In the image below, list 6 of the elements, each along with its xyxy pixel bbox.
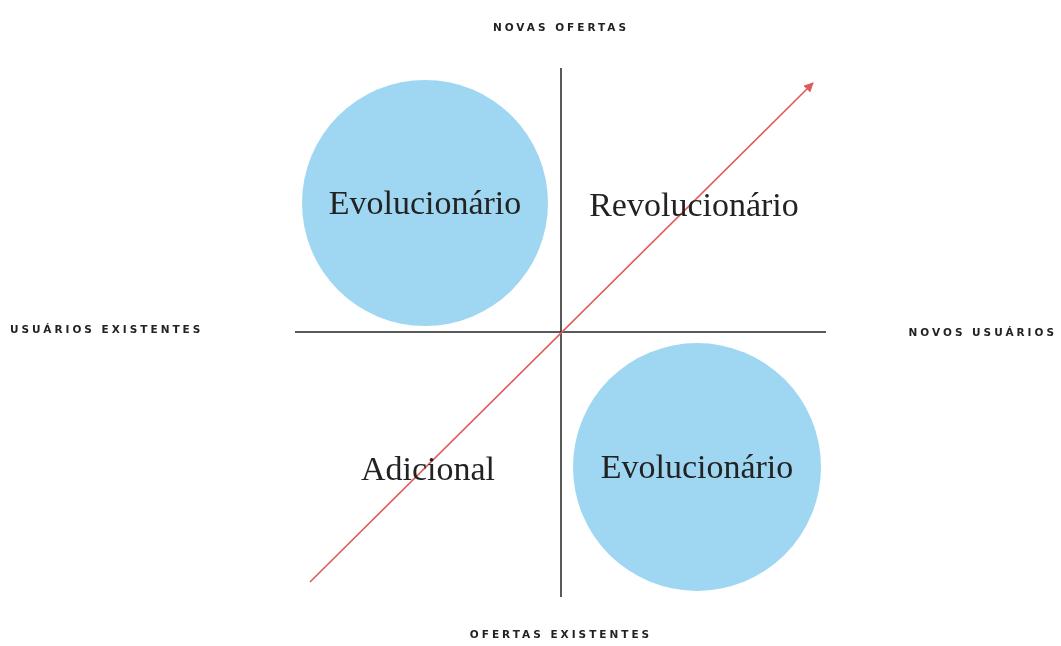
axis-label: NOVOS USUÁRIOS [908,326,1057,338]
axis-label: NOVAS OFERTAS [492,21,630,33]
quadrant-label: Evolucionário [328,184,522,222]
axis-label: OFERTAS EXISTENTES [469,628,653,640]
quadrant-label: Evolucionário [600,448,794,486]
axis-label: USUÁRIOS EXISTENTES [10,323,204,335]
